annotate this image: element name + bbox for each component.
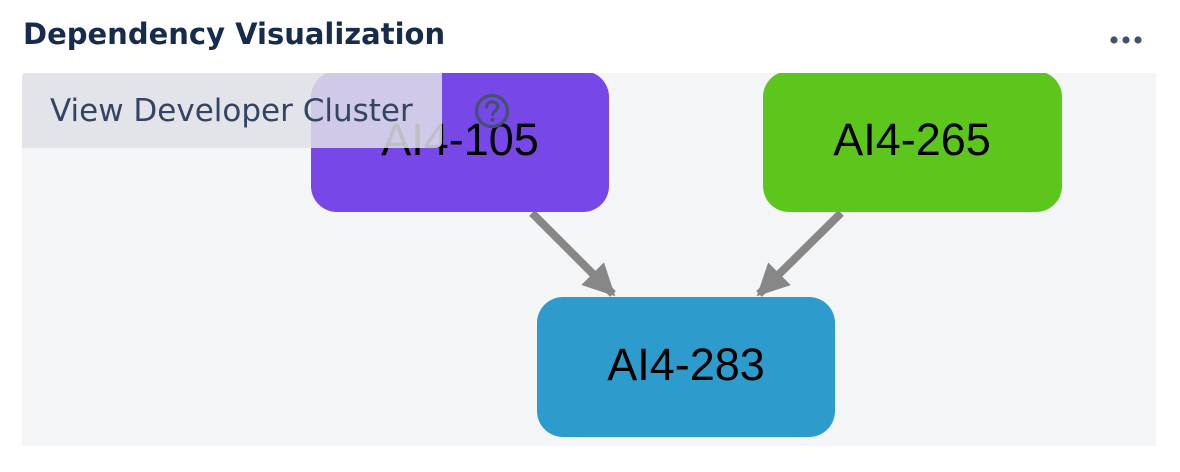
question-circle-icon[interactable] bbox=[473, 92, 511, 130]
graph-node-label: AI4-265 bbox=[833, 114, 991, 165]
dependency-edge bbox=[529, 210, 616, 297]
panel-title: Dependency Visualization bbox=[23, 17, 446, 51]
graph-node-label: AI4-283 bbox=[607, 339, 765, 390]
dependency-edge bbox=[756, 210, 844, 297]
graph-node-box bbox=[537, 297, 835, 437]
graph-node[interactable]: AI4-265 bbox=[763, 73, 1062, 212]
more-options-button[interactable] bbox=[1100, 18, 1152, 62]
graph-node[interactable]: AI4-283 bbox=[537, 297, 835, 437]
more-horizontal-icon bbox=[1110, 36, 1142, 44]
graph-node-box bbox=[763, 73, 1062, 212]
view-developer-cluster-button[interactable]: View Developer Cluster bbox=[22, 73, 442, 148]
